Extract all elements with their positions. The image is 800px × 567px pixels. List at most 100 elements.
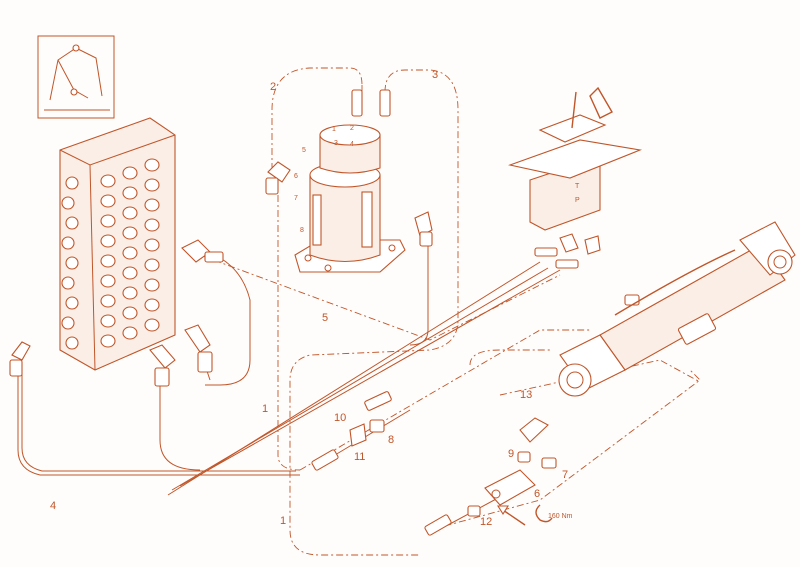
left-nut-fitting [9,359,23,377]
valve-left-port-icon [61,316,75,330]
mid-nut-fitting [197,351,213,373]
hose-end-12 [424,514,452,536]
callout-7: 7 [562,469,568,481]
valve-spool-boss [100,234,116,248]
valve-spool-boss [122,306,138,320]
valve-spool-boss [122,206,138,220]
valve-spool-boss [144,258,160,272]
hose-end-11 [311,449,339,471]
swivel-port-label: 2 [350,125,354,132]
swivel-port-label: 3 [334,140,338,147]
valve-spool-boss [144,198,160,212]
base-hole-1 [304,254,312,262]
hose-3 [289,69,459,556]
valve-spool-boss [122,226,138,240]
swivel-rib-right [361,191,373,248]
valve-spool-boss [100,214,116,228]
pilot-handle [589,86,613,119]
upper-nut-fitting [204,251,224,263]
callout-10: 10 [334,412,346,424]
valve-spool-boss [100,254,116,268]
hose-pilot-long-2 [171,267,549,491]
control-valve-block [9,117,224,387]
callout-13: 13 [520,389,532,401]
valve-spool-boss [100,194,116,208]
hose-5 [199,254,561,341]
valve-spool-boss [144,278,160,292]
valve-spool-boss [100,174,116,188]
callout-2: 2 [270,81,276,93]
pilot-fitting-2 [555,259,579,269]
pilot-t-port-label: T [575,183,580,190]
valve-left-port-icon [65,216,79,230]
pilot-mount-plate [508,139,643,179]
hose-4-inner [21,372,296,472]
pilot-fitting-1 [534,247,558,257]
swivel-port-label: 8 [300,227,304,234]
hose-pilot-long-3 [179,269,561,487]
valve-left-port-icon [61,276,75,290]
elbow-13 [519,417,549,443]
hose-1a [277,195,301,471]
fitting-9 [517,451,531,463]
valve-spool-boss [144,298,160,312]
callout-12: 12 [480,516,492,528]
hose-1a-return [299,329,590,471]
valve-left-port-icon [61,236,75,250]
tee-block-port [491,489,501,499]
valve-left-port-icon [65,336,79,350]
hydraulic-cylinder [558,221,796,397]
hose-swivel-right [409,245,429,346]
swivel-rotor-top [319,124,381,146]
pilot-elbow-2 [584,235,601,255]
swivel-top-fitting-2 [379,89,391,117]
base-hole-3 [388,244,396,252]
lower-nut-fitting [154,367,170,387]
swivel-port-label: 5 [302,147,306,154]
swivel-port-label: 7 [294,195,298,202]
valve-left-port-icon [65,256,79,270]
valve-spool-boss [122,186,138,200]
fitting-10 [364,391,392,411]
valve-spool-boss [122,326,138,340]
valve-spool-boss [144,158,160,172]
wrench-icon [535,504,553,523]
fitting-7 [541,457,557,469]
swivel-rotor [319,134,381,174]
callout-4: 4 [50,500,56,512]
valve-spool-boss [144,218,160,232]
hose-13-loop [469,349,550,366]
swivel-left-nut [265,177,279,195]
cylinder-rod-eye [558,363,592,397]
callout-3: 3 [432,69,438,81]
callout-labels: 1 1 2 3 4 5 6 7 8 9 10 11 12 13 [50,69,568,528]
fitting-12 [467,505,481,517]
swivel-port-label: 4 [350,141,354,148]
valve-spool-boss [100,274,116,288]
swivel-right-nut [419,231,433,247]
cylinder-rear-eye-bore [773,255,787,269]
callout-9: 9 [508,448,514,460]
cylinder-rod-eye-bore [566,371,584,389]
cylinder-pipe [614,249,736,316]
valve-spool-boss [100,314,116,328]
callout-1a: 1 [262,403,268,415]
pilot-control-valve: T P [508,86,643,269]
lower-fittings: 160 Nm [311,391,573,536]
fitting-11 [349,423,367,447]
callout-8: 8 [388,434,394,446]
valve-front-edge [89,164,96,371]
torque-arrow-icon [497,505,509,516]
valve-spool-boss [122,266,138,280]
hose-4 [17,372,300,476]
swivel-port-label: 1 [332,126,336,133]
lower-elbow-fitting [149,344,176,369]
valve-spool-boss [144,178,160,192]
valve-left-port-icon [61,196,75,210]
fitting-8 [369,419,385,433]
inset-thumbnail [37,35,115,119]
